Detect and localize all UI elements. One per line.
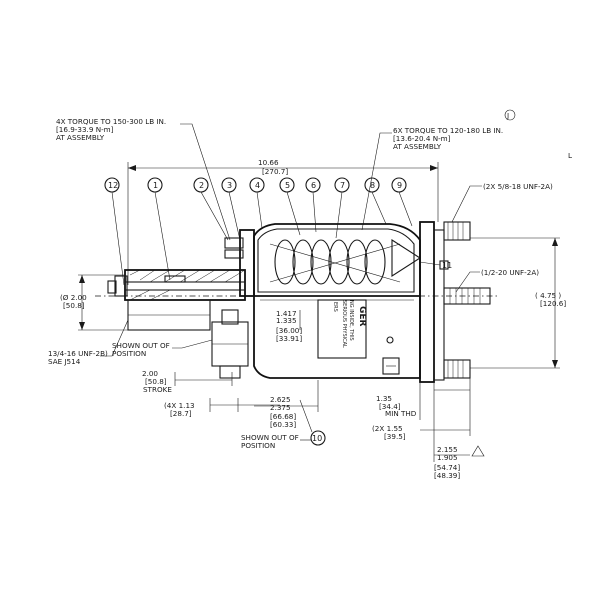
balloon-9: 9 xyxy=(391,177,407,193)
svg-text:[66.68]: [66.68] xyxy=(270,412,296,421)
shown-out-note-2: SHOWN OUT OF POSITION xyxy=(241,433,299,450)
svg-text:SHOWN OUT OF: SHOWN OUT OF xyxy=(241,433,299,442)
svg-text:(2X 1.55: (2X 1.55 xyxy=(372,424,403,433)
spring-coils xyxy=(269,239,401,285)
svg-text:12: 12 xyxy=(108,181,118,190)
actuator-assembly: GER NG INSIDE, THIS SERIOUS PHYSICAL ERS xyxy=(95,221,500,383)
svg-text:[48.39]: [48.39] xyxy=(434,471,460,480)
svg-text:SHOWN OUT OF: SHOWN OUT OF xyxy=(112,341,170,350)
svg-text:MIN THD: MIN THD xyxy=(385,409,417,418)
stud-spacing-dimension: (2X 1.55 [39.5] xyxy=(372,378,471,441)
svg-text:NG INSIDE, THIS: NG INSIDE, THIS xyxy=(348,300,354,341)
balloon-2: 2 xyxy=(193,177,209,193)
balloon-5: 5 xyxy=(279,177,295,193)
svg-text:1.905: 1.905 xyxy=(437,453,458,462)
svg-text:3: 3 xyxy=(227,181,232,190)
svg-text:5: 5 xyxy=(285,181,290,190)
svg-text:SERIOUS PHYSICAL: SERIOUS PHYSICAL xyxy=(341,300,347,348)
diameter-dimension: (Ø 2.00 [50.8] xyxy=(60,274,128,331)
svg-text:1.335: 1.335 xyxy=(276,316,297,325)
svg-text:[60.33]: [60.33] xyxy=(270,420,296,429)
balloon-8: 8 xyxy=(364,177,380,193)
revision-mark: J xyxy=(506,111,509,120)
svg-text:8: 8 xyxy=(370,181,375,190)
svg-text:[16.9-33.9 N-m]: [16.9-33.9 N-m] xyxy=(56,125,114,134)
height-dimension: ( 4.75 ) [120.6] xyxy=(470,237,566,369)
svg-text:[33.91]: [33.91] xyxy=(276,334,302,343)
label-plate: GER NG INSIDE, THIS SERIOUS PHYSICAL ERS xyxy=(332,300,367,348)
spring-dimension: 2.625 2.375 [66.68] [60.33] xyxy=(254,380,319,429)
end-dimension: 2.155 1.905 [54.74] [48.39] xyxy=(433,380,485,480)
svg-text:6X TORQUE TO 120-180 LB IN.: 6X TORQUE TO 120-180 LB IN. xyxy=(393,126,503,135)
svg-text:1.35: 1.35 xyxy=(376,394,392,403)
svg-text:9: 9 xyxy=(397,181,402,190)
svg-text:SAE J514: SAE J514 xyxy=(48,357,81,366)
thread-note-rod: (1/2-20 UNF-2A) xyxy=(481,268,539,277)
svg-text:2.155: 2.155 xyxy=(437,445,458,454)
svg-text:ERS: ERS xyxy=(332,302,338,312)
balloon-12: 12 xyxy=(104,177,120,193)
svg-text:2.375: 2.375 xyxy=(270,403,291,412)
thread-depth-dimension: 1.35 [34.4] MIN THD xyxy=(376,380,470,420)
shown-out-note-1: SHOWN OUT OF POSITION xyxy=(112,341,170,358)
svg-text:13/4-16 UNF-2B): 13/4-16 UNF-2B) xyxy=(48,349,108,358)
balloon-1: 1 xyxy=(147,177,163,193)
stroke-dimension: 2.00 [50.8] STROKE xyxy=(142,369,233,394)
thread-note-2x: (2X 5/8-18 UNF-2A) xyxy=(483,182,553,191)
svg-text:2.00: 2.00 xyxy=(142,369,158,378)
svg-text:[54.74]: [54.74] xyxy=(434,463,460,472)
svg-text:( 4.75 ): ( 4.75 ) xyxy=(535,291,561,300)
balloon-3: 3 xyxy=(221,177,237,193)
balloon-11: 11 xyxy=(439,260,452,270)
svg-text:(Ø 2.00: (Ø 2.00 xyxy=(60,293,87,302)
svg-text:AT ASSEMBLY: AT ASSEMBLY xyxy=(56,133,105,142)
torque-note-6x: 6X TORQUE TO 120-180 LB IN. [13.6-20.4 N… xyxy=(393,126,503,151)
svg-text:[120.6]: [120.6] xyxy=(540,299,566,308)
svg-text:[50.8]: [50.8] xyxy=(63,301,85,310)
svg-text:GER: GER xyxy=(357,306,367,327)
balloon-7: 7 xyxy=(334,177,350,193)
svg-text:[270.7]: [270.7] xyxy=(262,167,288,176)
svg-text:STROKE: STROKE xyxy=(143,385,172,394)
torque-note-4x: 4X TORQUE TO 150-300 LB IN. [16.9-33.9 N… xyxy=(56,117,166,142)
svg-text:[34.4]: [34.4] xyxy=(379,402,401,411)
port-note: 13/4-16 UNF-2B) SAE J514 xyxy=(48,349,108,366)
balloon-10: 10 xyxy=(310,430,326,446)
balloon-6: 6 xyxy=(305,177,321,193)
svg-text:4: 4 xyxy=(255,181,260,190)
balloon-4: 4 xyxy=(249,177,265,193)
svg-text:[28.7]: [28.7] xyxy=(170,409,192,418)
svg-text:(4X 1.13: (4X 1.13 xyxy=(164,401,195,410)
svg-text:2: 2 xyxy=(199,181,204,190)
svg-text:[39.5]: [39.5] xyxy=(384,432,406,441)
svg-text:7: 7 xyxy=(340,181,345,190)
svg-text:10: 10 xyxy=(312,434,322,443)
svg-text:6: 6 xyxy=(311,181,316,190)
svg-text:2.625: 2.625 xyxy=(270,395,291,404)
svg-text:4X TORQUE TO 150-300 LB IN.: 4X TORQUE TO 150-300 LB IN. xyxy=(56,117,166,126)
overall-length-dimension: 10.66 [270.7] xyxy=(127,158,439,285)
inner-dimension: 1.417 1.335 [36.00] [33.91] xyxy=(253,309,302,343)
svg-text:POSITION: POSITION xyxy=(241,441,275,450)
svg-text:AT ASSEMBLY: AT ASSEMBLY xyxy=(393,142,442,151)
svg-text:1.417: 1.417 xyxy=(276,309,297,318)
bolt-spacing-dimension: (4X 1.13 [28.7] xyxy=(164,398,280,418)
svg-text:[36.00]: [36.00] xyxy=(276,326,302,335)
svg-text:11: 11 xyxy=(442,261,452,270)
svg-text:[50.8]: [50.8] xyxy=(145,377,167,386)
svg-text:POSITION: POSITION xyxy=(112,349,146,358)
corner-mark: L xyxy=(568,151,572,160)
svg-text:[13.6-20.4 N-m]: [13.6-20.4 N-m] xyxy=(393,134,451,143)
svg-text:1: 1 xyxy=(153,181,158,190)
svg-text:10.66: 10.66 xyxy=(258,158,279,167)
